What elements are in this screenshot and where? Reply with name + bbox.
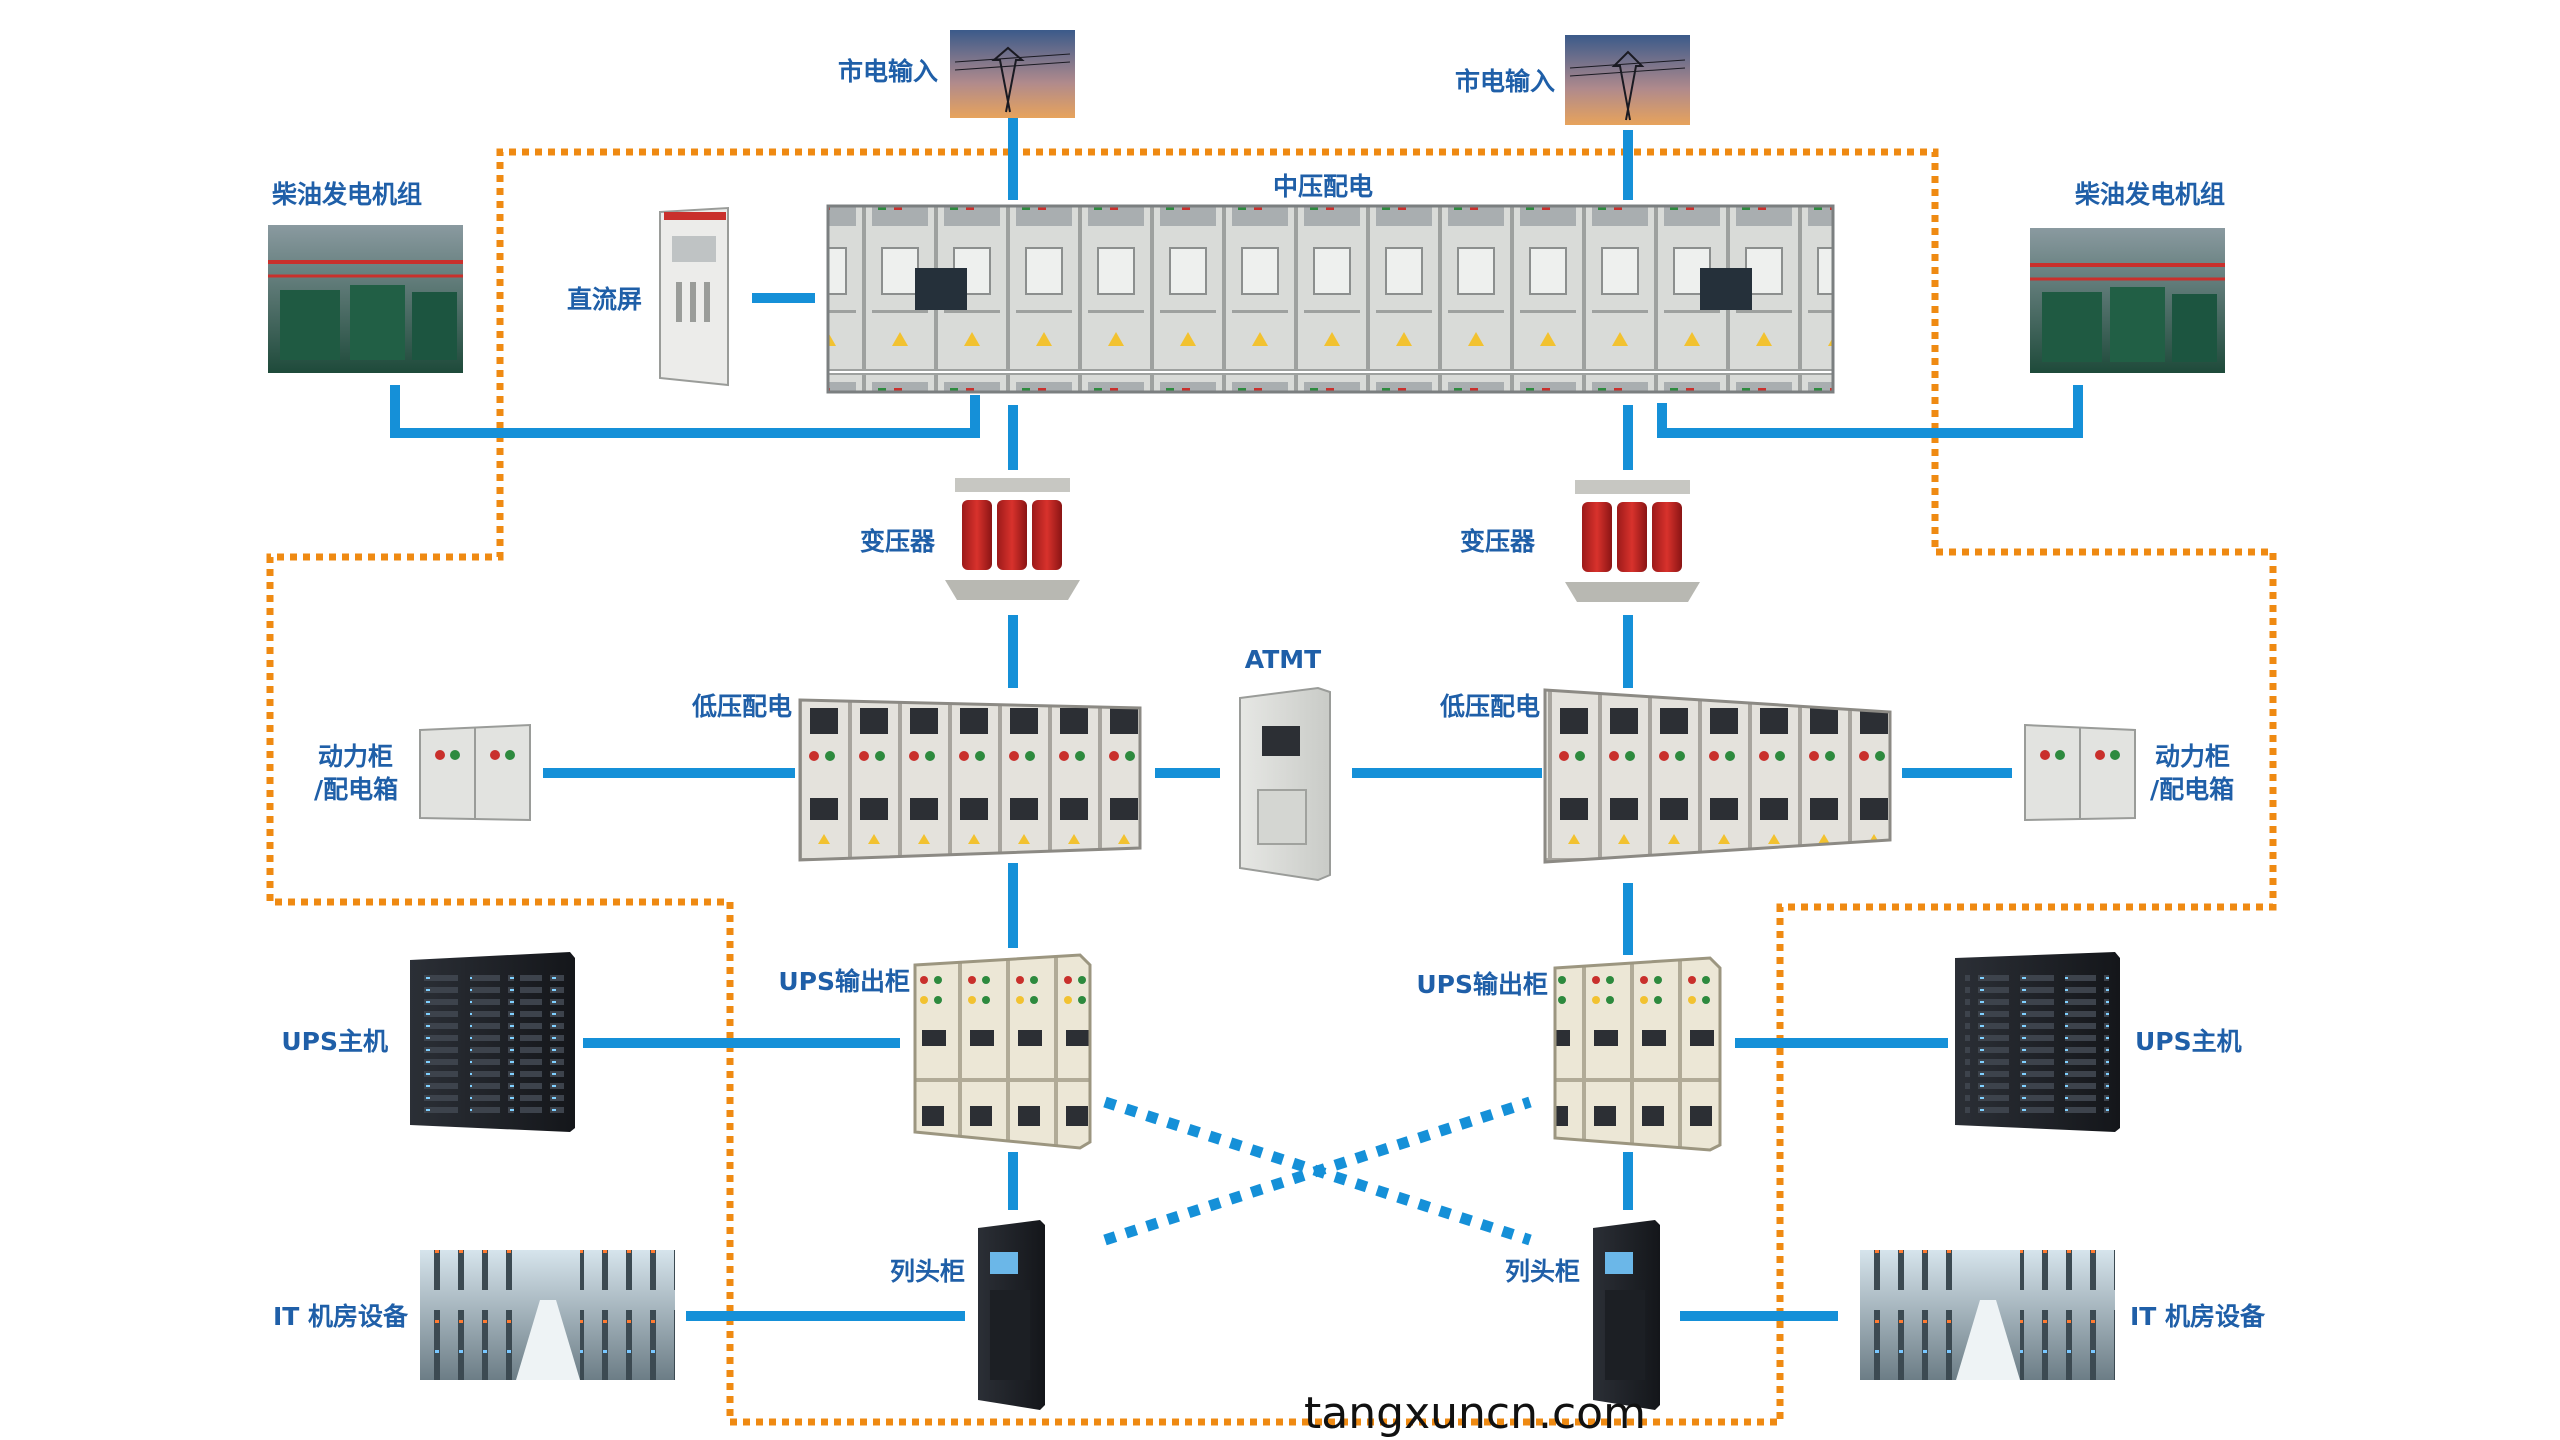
power-cabinet-right xyxy=(2024,723,2136,822)
lv-switchgear-left xyxy=(798,698,1142,862)
boundary-lines xyxy=(266,148,2277,1426)
label-column-head-right: 列头柜 xyxy=(1505,1257,1580,1286)
dc-panel-cabinet xyxy=(659,206,729,387)
label-lv-left: 低压配电 xyxy=(691,692,792,721)
label-grid-input-left: 市电输入 xyxy=(838,57,938,86)
label-power-cabinet-right-line1: 动力柜 xyxy=(2155,742,2230,771)
label-generator-left: 柴油发电机组 xyxy=(272,180,422,209)
label-generator-right: 柴油发电机组 xyxy=(2075,180,2225,209)
label-power-cabinet-left-line1: 动力柜 xyxy=(318,742,393,771)
column-head-right xyxy=(1593,1220,1660,1410)
wire-cross-b xyxy=(1103,1096,1532,1246)
label-ups-output-left: UPS输出柜 xyxy=(778,967,910,996)
mv-switchgear xyxy=(826,204,1835,394)
label-ups-host-right: UPS主机 xyxy=(2135,1027,2242,1056)
label-it-room-right: IT 机房设备 xyxy=(2130,1302,2266,1331)
label-transformer-right: 变压器 xyxy=(1460,527,1536,556)
ups-host-right xyxy=(1955,952,2120,1132)
wires xyxy=(390,118,2083,1321)
labels: 市电输入 市电输入 中压配电 直流屏 柴油发电机组 柴油发电机组 变压器 变压器… xyxy=(272,57,2266,1331)
label-power-cabinet-left-line2: /配电箱 xyxy=(314,775,398,804)
wire-generator-left xyxy=(390,385,980,438)
label-power-cabinet-right-line2: /配电箱 xyxy=(2150,775,2234,804)
ups-host-left xyxy=(410,952,575,1132)
ups-output-left xyxy=(913,953,1092,1150)
generator-left-photo xyxy=(268,225,463,373)
grid-input-left-photo xyxy=(950,30,1075,118)
label-transformer-left: 变压器 xyxy=(860,527,936,556)
wire-generator-right xyxy=(1657,385,2083,438)
generator-right-photo xyxy=(2030,228,2225,373)
ups-output-right xyxy=(1553,956,1722,1152)
watermark-text: tangxuncn.com xyxy=(1304,1388,1646,1439)
label-mv-switchgear: 中压配电 xyxy=(1273,172,1373,201)
power-cabinet-left xyxy=(419,723,531,822)
label-lv-right: 低压配电 xyxy=(1439,692,1540,721)
atmt-cabinet xyxy=(1239,686,1331,882)
transformer-left xyxy=(945,478,1080,600)
label-ups-output-right: UPS输出柜 xyxy=(1416,970,1548,999)
label-ups-host-left: UPS主机 xyxy=(281,1027,388,1056)
it-room-right-photo xyxy=(1860,1250,2115,1380)
label-dc-panel: 直流屏 xyxy=(567,285,642,314)
label-column-head-left: 列头柜 xyxy=(890,1257,965,1286)
boundary-outer-right xyxy=(1010,148,2277,1426)
column-head-left xyxy=(978,1220,1045,1410)
label-grid-input-right: 市电输入 xyxy=(1455,67,1555,96)
label-atmt: ATMT xyxy=(1245,645,1321,674)
it-room-left-photo xyxy=(420,1250,675,1380)
boundary-outer-left xyxy=(266,148,1300,1426)
label-it-room-left: IT 机房设备 xyxy=(273,1302,409,1331)
grid-input-right-photo xyxy=(1565,35,1690,125)
lv-switchgear-right xyxy=(1543,688,1892,864)
transformer-right xyxy=(1565,480,1700,602)
